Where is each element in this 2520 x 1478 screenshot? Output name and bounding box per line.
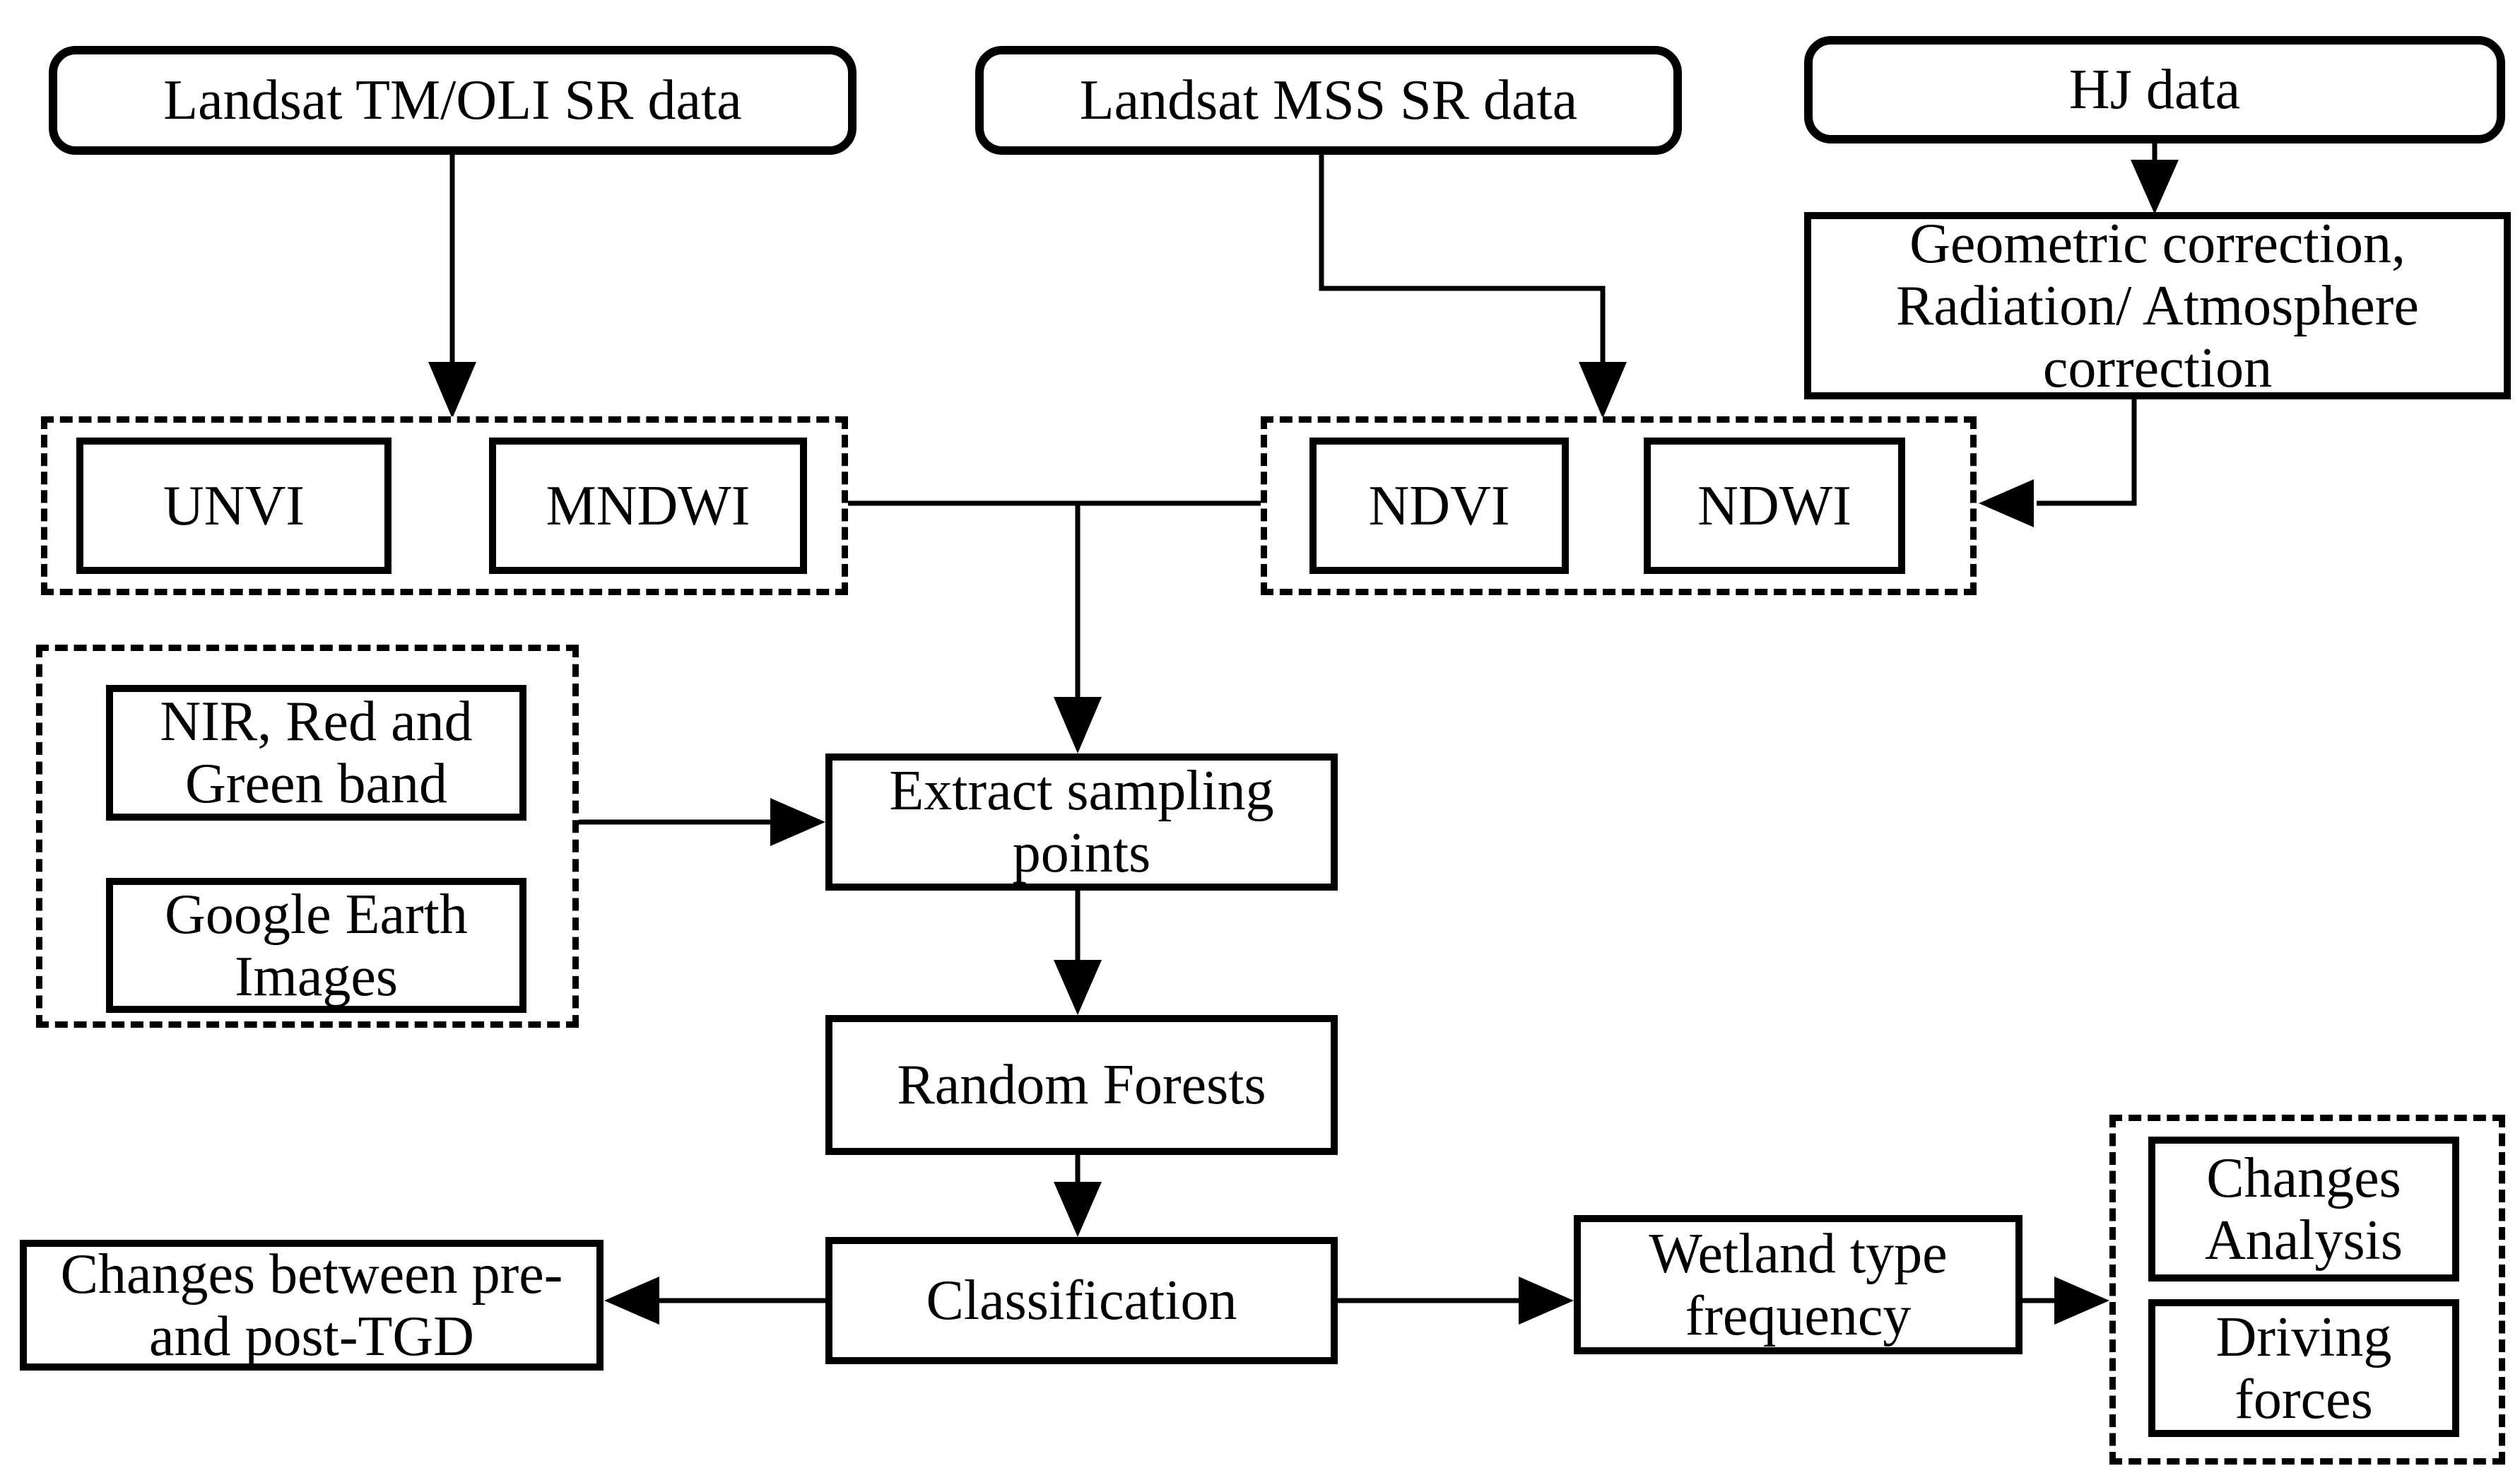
- arrowhead-right-icon: [1519, 1277, 1574, 1325]
- arrowhead-down-icon: [1579, 362, 1627, 418]
- edge-correction-to-right-group: [2037, 399, 2137, 506]
- edge-mss-to-right-group: [1319, 155, 1606, 363]
- node-geometric-correction: Geometric correction, Radiation/ Atmosph…: [1804, 212, 2511, 399]
- node-hj-data: HJ data: [1804, 36, 2505, 143]
- arrowhead-right-icon: [770, 798, 825, 846]
- node-ndvi: NDVI: [1309, 438, 1569, 574]
- node-landsat-tm-oli: Landsat TM/OLI SR data: [49, 46, 856, 155]
- arrowhead-down-icon: [1054, 697, 1102, 753]
- arrowhead-down-icon: [2131, 160, 2179, 214]
- node-nir-red-green-band: NIR, Red and Green band: [106, 685, 526, 821]
- node-wetland-type-frequency: Wetland type frequency: [1574, 1215, 2023, 1354]
- node-mndwi: MNDWI: [489, 438, 807, 574]
- arrowhead-down-icon: [428, 362, 476, 418]
- arrowhead-down-icon: [1054, 960, 1102, 1015]
- arrowhead-left-icon: [1979, 479, 2034, 527]
- node-changes-analysis: Changes Analysis: [2148, 1137, 2459, 1281]
- node-extract-sampling-points: Extract sampling points: [825, 753, 1338, 891]
- arrowhead-right-icon: [2054, 1277, 2109, 1325]
- arrowhead-left-icon: [604, 1277, 659, 1325]
- node-unvi: UNVI: [76, 438, 391, 574]
- node-driving-forces: Driving forces: [2148, 1299, 2459, 1437]
- node-classification: Classification: [825, 1237, 1338, 1364]
- node-google-earth-images: Google Earth Images: [106, 878, 526, 1013]
- node-ndwi: NDWI: [1644, 438, 1905, 574]
- arrowhead-down-icon: [1054, 1182, 1102, 1237]
- node-random-forests: Random Forests: [825, 1015, 1338, 1155]
- node-changes-pre-post-tgd: Changes between pre- and post-TGD: [20, 1240, 603, 1371]
- node-landsat-mss: Landsat MSS SR data: [975, 46, 1682, 155]
